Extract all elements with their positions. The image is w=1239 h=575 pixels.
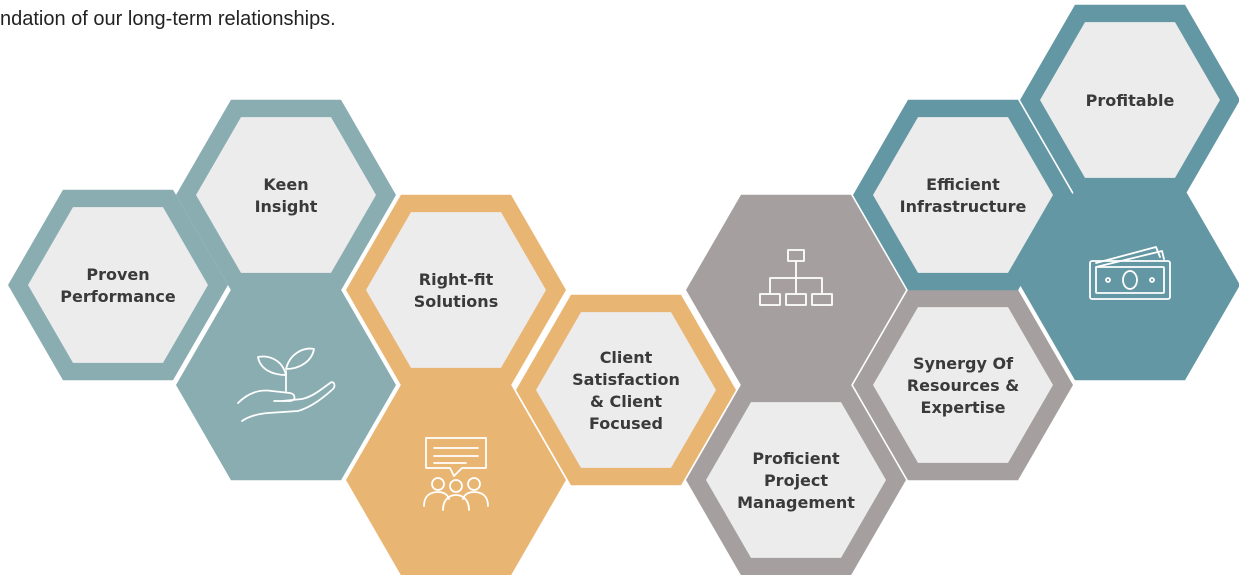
hexagon-label-line: Keen [263, 175, 308, 194]
org-chart-icon [759, 249, 833, 306]
hexagon-profitable: Profitable [1020, 4, 1239, 196]
hexagon-label-line: Management [737, 493, 855, 512]
team-discussion-icon [423, 437, 489, 511]
hexagon-inner [873, 117, 1053, 273]
hexagon-inner [366, 212, 546, 368]
hexagon-label-line: Proven [86, 265, 149, 284]
hexagon-inner [28, 207, 208, 363]
hexagon-label: Profitable [1086, 91, 1175, 110]
hexagon-label-line: Client [600, 348, 653, 367]
hexagon-synergy-of-resources: Synergy Of Resources & Expertise [853, 289, 1073, 481]
hexagon-inner [196, 117, 376, 273]
hexagon-label-line: Efficient [926, 175, 1000, 194]
hexagon-label-line: Resources & [907, 376, 1019, 395]
icon-hexagon-finance [1020, 189, 1239, 381]
hexagon-label-line: Solutions [414, 292, 498, 311]
hexagon-label-line: Synergy Of [913, 354, 1014, 373]
hexagon-label-line: Profitable [1086, 91, 1175, 110]
hexagon-inner [536, 312, 716, 468]
hexagon-label-line: & Client [590, 392, 662, 411]
hexagon-label-line: Expertise [921, 398, 1006, 417]
hexagon-label-line: Insight [255, 197, 318, 216]
plant-in-hand-icon [237, 347, 336, 422]
hexagon-label-line: Focused [589, 414, 663, 433]
hexagon-label-line: Proficient [752, 449, 840, 468]
hexagon-label-line: Satisfaction [572, 370, 680, 389]
icon-hexagon-shape [1020, 189, 1239, 381]
hexagon-label-line: Project [764, 471, 828, 490]
hexagon-label: Synergy Of Resources & Expertise [907, 354, 1019, 417]
hexagon-label-line: Performance [60, 287, 176, 306]
hexagon-inner [873, 307, 1053, 463]
hexagon-label-line: Right-fit [419, 270, 494, 289]
hexagon-inner [706, 402, 886, 558]
hexagon-inner [1040, 22, 1220, 178]
intro-text: ndation of our long-term relationships. [0, 8, 336, 30]
hexagon-label-line: Infrastructure [900, 197, 1027, 216]
money-bills-icon [1089, 246, 1171, 300]
